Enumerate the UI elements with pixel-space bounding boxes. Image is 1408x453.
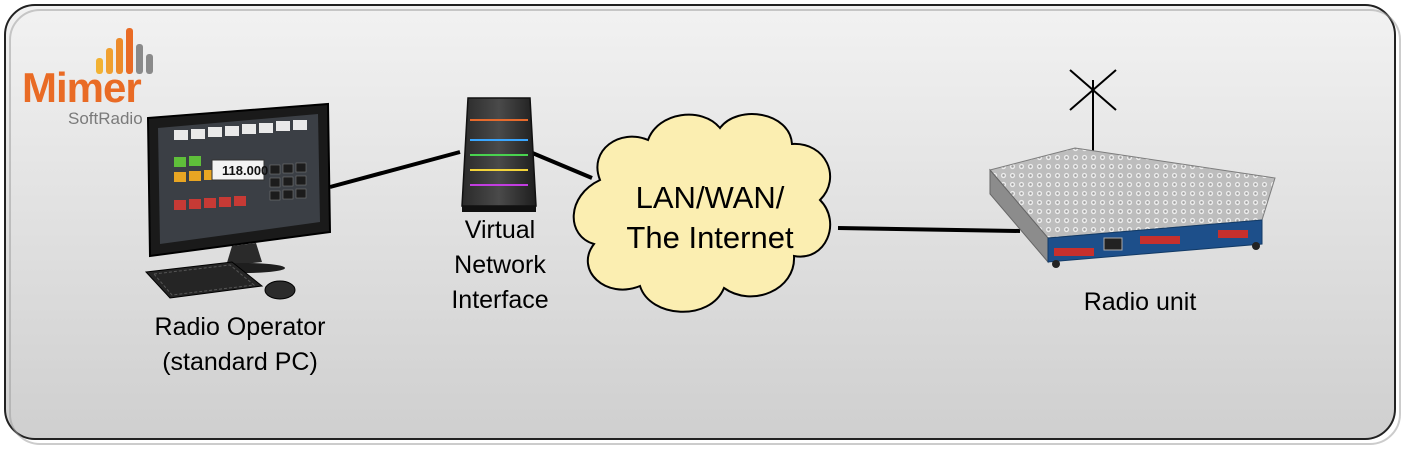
server-icon bbox=[461, 97, 537, 212]
antenna-icon bbox=[1069, 69, 1117, 152]
network-cloud-icon bbox=[572, 113, 831, 313]
network-label-line1: LAN/WAN/ bbox=[635, 180, 785, 215]
network-label-line2: The Internet bbox=[626, 220, 794, 255]
pc-label-line1: Radio Operator bbox=[154, 313, 326, 341]
link-server-cloud bbox=[529, 150, 593, 180]
logo-brand: Mimer bbox=[22, 64, 142, 111]
logo-bars-icon bbox=[96, 28, 153, 74]
link-cloud-radio bbox=[837, 226, 1021, 233]
pc-label: Radio Operator (standard PC) bbox=[125, 310, 355, 380]
panel-shadow bbox=[9, 9, 1401, 445]
radio-unit-icon bbox=[989, 147, 1276, 268]
pc-label-line2: (standard PC) bbox=[162, 348, 318, 376]
radio-label: Radio unit bbox=[1083, 288, 1197, 316]
pc-screen-value: 118.000 bbox=[222, 163, 268, 178]
link-pc-server bbox=[329, 150, 461, 189]
server-label: Virtual Network Interface bbox=[430, 213, 570, 318]
pc-monitor-icon: 118.000 bbox=[146, 102, 332, 273]
server-label-line1: Virtual bbox=[464, 216, 536, 244]
mouse-icon bbox=[264, 280, 296, 300]
server-label-line3: Interface bbox=[451, 286, 549, 314]
keyboard-icon bbox=[144, 261, 264, 299]
logo-product: SoftRadio bbox=[68, 109, 143, 128]
server-label-line2: Network bbox=[454, 251, 546, 279]
network-label: LAN/WAN/ The Internet bbox=[600, 178, 820, 258]
